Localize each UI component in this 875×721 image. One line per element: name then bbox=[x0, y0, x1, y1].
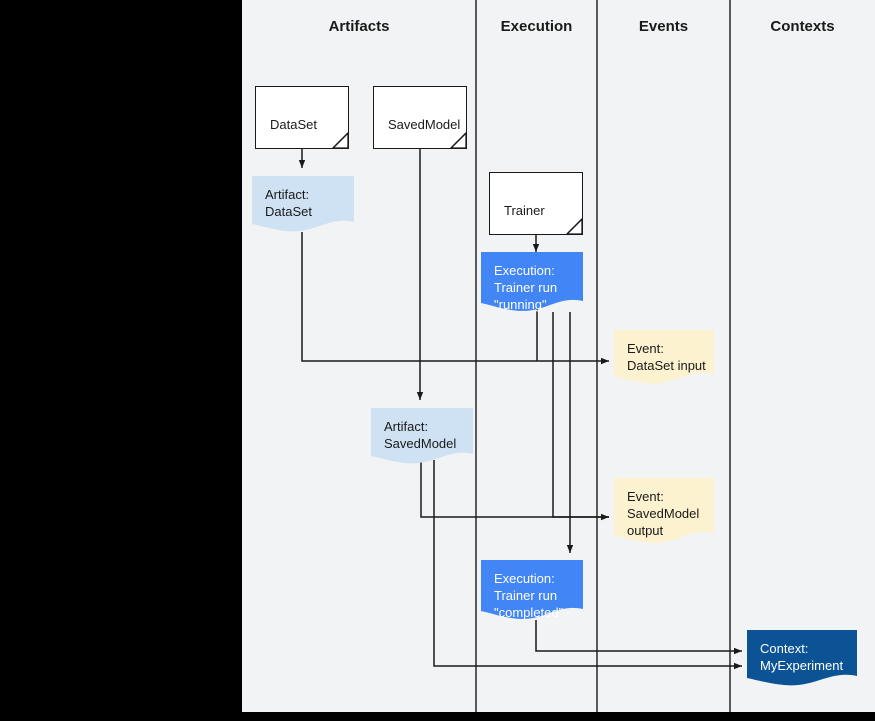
node-savedmodel-type-label: SavedModel bbox=[388, 117, 461, 132]
node-dataset-type-label: DataSet bbox=[270, 117, 317, 132]
wavy-shape bbox=[371, 408, 473, 464]
wavy-shape bbox=[614, 330, 714, 384]
lane-title-artifacts: Artifacts bbox=[328, 18, 390, 35]
edge-exec-completed-to-context bbox=[535, 620, 742, 655]
document-fold-icon bbox=[332, 132, 349, 149]
lane-dividers bbox=[475, 0, 731, 712]
node-trainer-type[interactable]: Trainer bbox=[489, 172, 583, 235]
node-event-savedmodel-output[interactable]: Event: SavedModel output bbox=[614, 478, 714, 546]
edge-artifact-dataset-to-event-input bbox=[301, 232, 609, 365]
lane-title-events: Events bbox=[638, 18, 689, 35]
node-savedmodel-type[interactable]: SavedModel bbox=[373, 86, 467, 149]
wavy-shape bbox=[614, 478, 714, 543]
connectors bbox=[298, 149, 742, 670]
document-fold-icon bbox=[566, 218, 583, 235]
edge-artifact-savedmodel-to-context bbox=[433, 460, 742, 670]
lane-title-contexts: Contexts bbox=[770, 18, 835, 35]
swimlane-diagram: Artifacts Execution Events Contexts Data… bbox=[242, 0, 875, 712]
node-trainer-type-label: Trainer bbox=[504, 203, 545, 218]
lane-title-execution: Execution bbox=[500, 18, 573, 35]
node-context-myexperiment[interactable]: Context: MyExperiment bbox=[747, 630, 857, 688]
wavy-shape bbox=[481, 560, 583, 619]
wavy-shape bbox=[747, 630, 857, 686]
node-execution-completed[interactable]: Execution: Trainer run "completed" bbox=[481, 560, 583, 622]
edge-artifact-savedmodel-to-event-output bbox=[420, 460, 609, 518]
edge-exec-running-to-event-output bbox=[552, 312, 609, 521]
node-artifact-savedmodel[interactable]: Artifact: SavedModel bbox=[371, 408, 473, 466]
node-execution-running[interactable]: Execution: Trainer run "running" bbox=[481, 252, 583, 314]
node-event-dataset-input[interactable]: Event: DataSet input bbox=[614, 330, 714, 386]
node-dataset-type[interactable]: DataSet bbox=[255, 86, 349, 149]
wavy-shape bbox=[481, 252, 583, 311]
wavy-shape bbox=[252, 176, 354, 232]
node-artifact-dataset[interactable]: Artifact: DataSet bbox=[252, 176, 354, 234]
connector-layer bbox=[298, 0, 742, 712]
document-fold-icon bbox=[450, 132, 467, 149]
